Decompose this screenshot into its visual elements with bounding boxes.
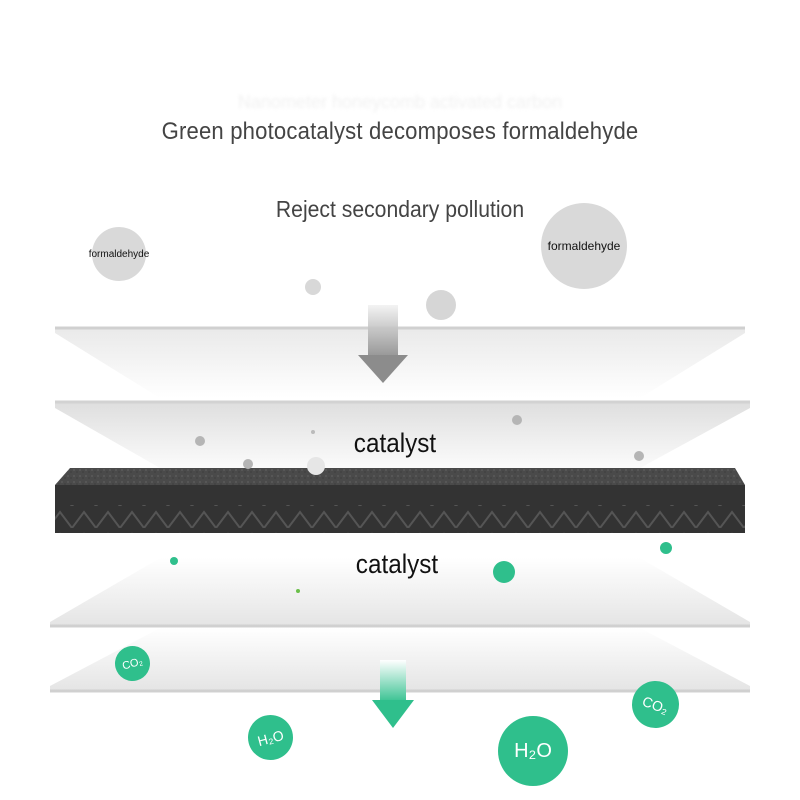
pollutant-particle	[307, 457, 325, 475]
green-down-arrow	[372, 660, 414, 728]
clean-particle	[170, 557, 178, 565]
pollutant-particle	[512, 415, 522, 425]
pollutant-particle	[426, 290, 456, 320]
third-filter-sheet	[50, 558, 750, 628]
formaldehyde-molecule-right: formaldehyde	[541, 203, 627, 289]
h2o-label: H₂O	[255, 726, 286, 749]
formaldehyde-molecule-left: formaldehyde	[89, 227, 149, 281]
second-filter-sheet	[55, 400, 750, 468]
pollutant-particle	[305, 279, 321, 295]
clean-particle	[493, 561, 515, 583]
clean-particle	[296, 589, 300, 593]
page-subtitle: Reject secondary pollution	[275, 196, 525, 222]
h2o-molecule-right: H₂O	[498, 716, 568, 786]
pollutant-particle	[634, 451, 644, 461]
co2-label: CO₂	[120, 655, 145, 672]
formaldehyde-label: formaldehyde	[88, 248, 150, 260]
co2-label: CO₂	[640, 692, 671, 717]
pollutant-particle	[195, 436, 205, 446]
grey-down-arrow	[358, 305, 408, 383]
activated-carbon-layer	[55, 468, 745, 533]
lower-catalyst-label: catalyst	[355, 549, 439, 579]
upper-catalyst-label: catalyst	[353, 428, 437, 458]
page-title: Green photocatalyst decomposes formaldeh…	[161, 118, 639, 145]
faint-heading: Nanometer honeycomb activated carbon	[237, 92, 563, 112]
h2o-label: H₂O	[514, 739, 552, 762]
formaldehyde-label: formaldehyde	[547, 239, 621, 253]
clean-particle	[660, 542, 672, 554]
pollutant-particle	[243, 459, 253, 469]
pollutant-particle	[311, 430, 315, 434]
